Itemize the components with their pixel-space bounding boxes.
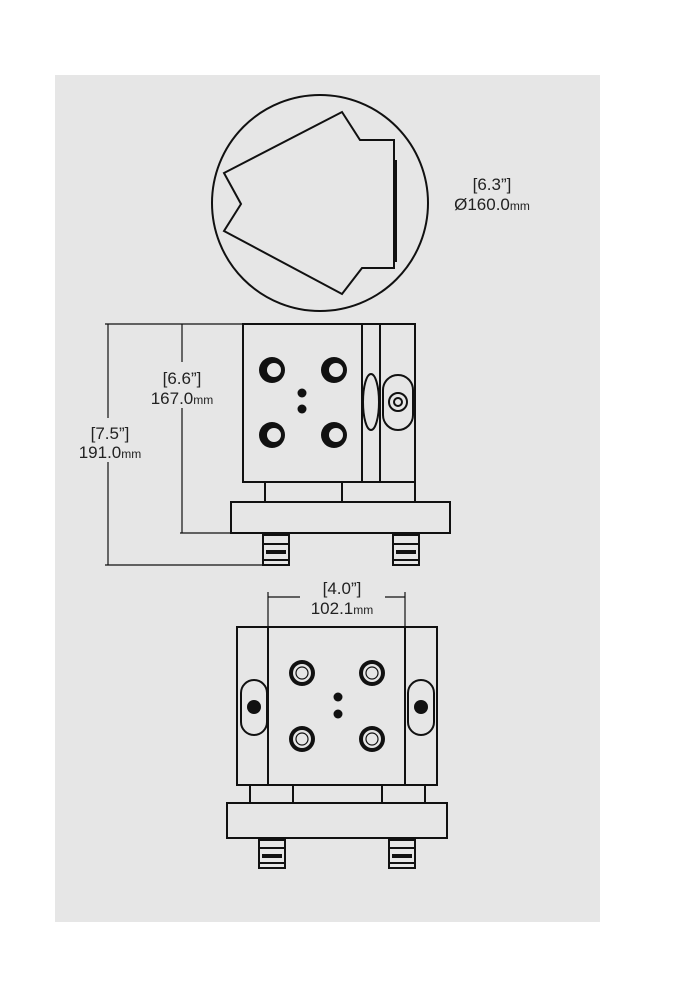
diameter-imperial-label: [6.3”] bbox=[473, 175, 512, 194]
side-slot bbox=[362, 373, 380, 431]
base-plate bbox=[230, 501, 451, 534]
side-view: [6.6”] 167.0mm [7.5”] 191.0mm bbox=[79, 323, 451, 566]
diameter-circle bbox=[211, 94, 429, 312]
width-metric-label: 102.1mm bbox=[311, 599, 374, 618]
total-height-imperial-label: [7.5”] bbox=[91, 424, 130, 443]
top-view: [6.3”] Ø160.0mm bbox=[211, 94, 530, 312]
block-height-imperial-label: [6.6”] bbox=[163, 369, 202, 388]
knob-icon bbox=[382, 374, 414, 431]
top-view-outline bbox=[222, 110, 395, 296]
total-height-metric-label: 191.0mm bbox=[79, 443, 142, 462]
front-view: [4.0”] 102.1mm bbox=[226, 579, 448, 869]
vise-block bbox=[236, 626, 438, 786]
base-plate bbox=[226, 802, 448, 839]
mounting-holes bbox=[259, 357, 347, 448]
foot bbox=[262, 534, 420, 566]
foot bbox=[258, 839, 416, 869]
diameter-metric-label: Ø160.0mm bbox=[454, 195, 530, 214]
spacer bbox=[249, 784, 426, 804]
width-imperial-label: [4.0”] bbox=[323, 579, 362, 598]
left-knob-icon bbox=[240, 679, 268, 736]
block-height-metric-label: 167.0mm bbox=[151, 389, 214, 408]
mounting-holes bbox=[289, 660, 385, 752]
vise-block bbox=[242, 323, 416, 483]
right-knob-icon bbox=[407, 679, 435, 736]
spacer bbox=[264, 481, 416, 503]
